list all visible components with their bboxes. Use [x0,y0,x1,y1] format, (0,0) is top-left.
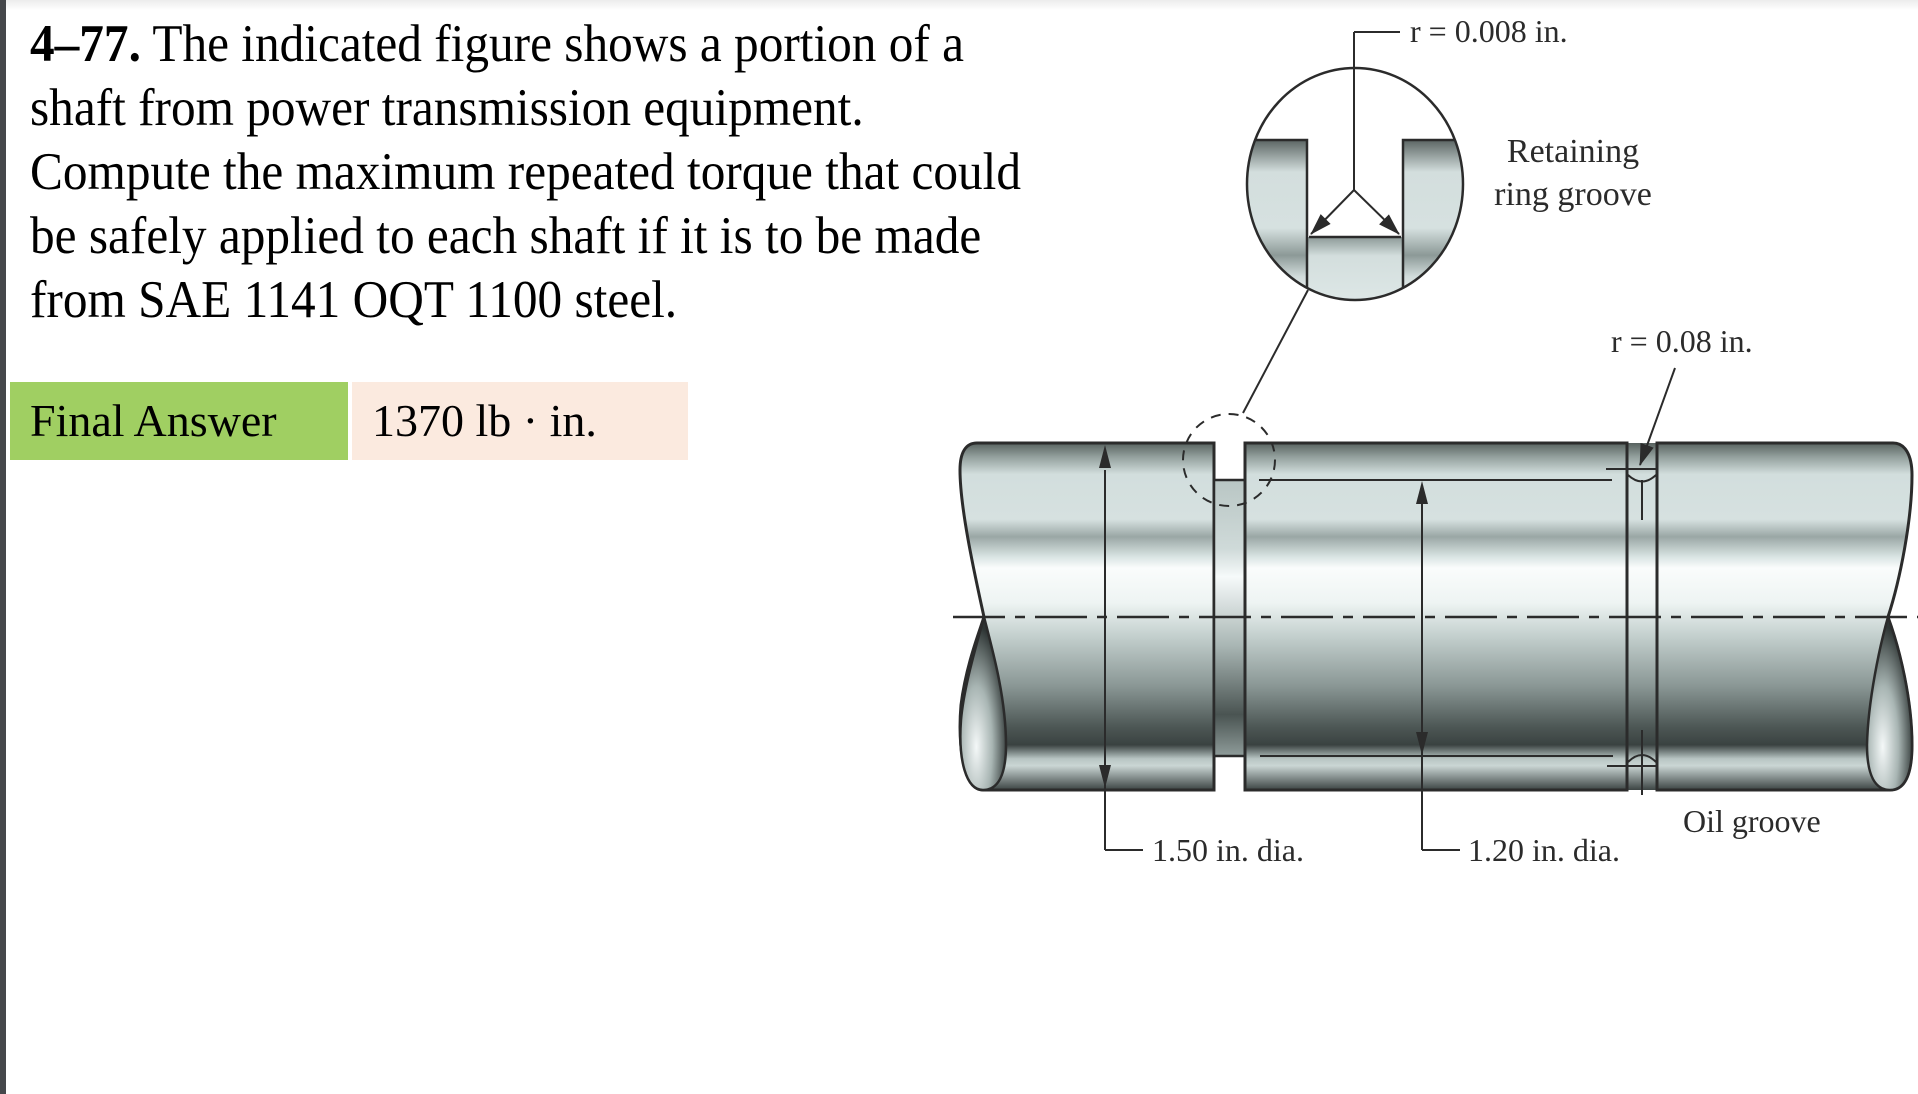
large-diameter-label: 1.50 in. dia. [1152,832,1304,868]
window-edge [0,0,6,1094]
problem-line-4: be safely applied to each shaft if it is… [30,207,982,265]
top-edge [6,0,1918,10]
small-diameter-label: 1.20 in. dia. [1468,832,1620,868]
oil-groove-radius-callout: r = 0.08 in. [1611,323,1753,466]
retaining-ring-label-line2: ring groove [1494,176,1652,213]
problem-number: 4–77. [30,15,141,73]
final-answer-value: 1370 lb · in. [352,382,688,460]
final-answer-label: Final Answer [10,382,348,460]
final-answer-row: Final Answer 1370 lb · in. [10,382,688,460]
detail-marker-circle [1182,413,1276,507]
problem-line-3: Compute the maximum repeated torque that… [30,143,1022,201]
problem-statement: 4–77. The indicated figure shows a porti… [30,12,1100,332]
problem-line-1: 4–77. The indicated figure shows a porti… [30,15,965,73]
retaining-ring-label-line1: Retaining [1507,133,1639,170]
groove-detail-view [1245,31,1465,302]
detail-connector-line [1242,289,1309,414]
detail-radius-label: r = 0.008 in. [1410,13,1568,49]
oil-groove-label: Oil groove [1683,803,1821,839]
dimension-large-diameter: 1.50 in. dia. [1099,445,1304,868]
problem-line-2: shaft from power transmission equipment. [30,79,864,137]
dimension-small-diameter: 1.20 in. dia. [1416,481,1620,868]
problem-line-5: from SAE 1141 OQT 1100 steel. [30,271,678,329]
oil-groove-radius-label: r = 0.08 in. [1611,323,1753,359]
